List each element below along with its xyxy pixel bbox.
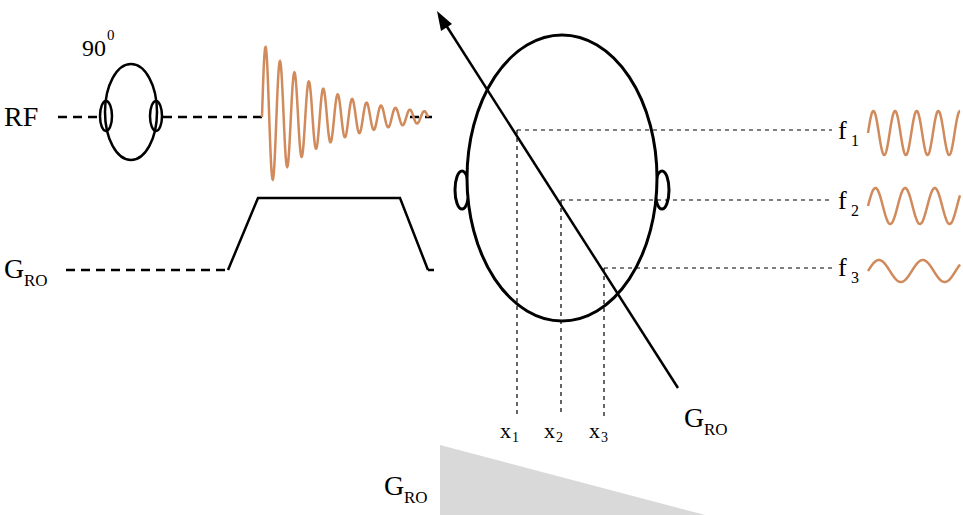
gradient-label: G	[384, 472, 404, 500]
position-subscript: 1	[512, 431, 519, 445]
frequency-label: f	[838, 118, 847, 144]
axis-subscript: RO	[704, 421, 728, 438]
position-label: x	[544, 420, 555, 442]
frequency-wave	[868, 260, 960, 282]
head-outline	[455, 35, 669, 321]
frequency-subscript: 3	[851, 270, 859, 286]
axis-label: G	[684, 404, 704, 432]
position-subscript: 3	[601, 431, 608, 445]
frequency-subscript: 1	[851, 133, 859, 149]
rf-pulse-symbol	[100, 64, 162, 160]
fid-signal	[262, 47, 428, 179]
gradient-subscript: RO	[404, 489, 428, 506]
frequency-label: f	[838, 188, 847, 214]
projection-lines	[517, 130, 832, 416]
flip-angle: 90	[82, 36, 106, 60]
gradient-waveform	[66, 198, 434, 270]
channel-subscript: RO	[24, 272, 48, 289]
channel-name: RF	[4, 103, 38, 131]
position-subscript: 2	[556, 431, 563, 445]
channel-name: G	[4, 255, 24, 283]
frequency-wave	[868, 111, 960, 155]
position-label: x	[500, 420, 511, 442]
rf-baseline	[58, 116, 432, 119]
frequency-subscript: 2	[851, 203, 859, 219]
position-label: x	[589, 420, 600, 442]
frequency-wave	[868, 188, 960, 224]
frequency-label: f	[838, 255, 847, 281]
gradient-wedge	[440, 445, 705, 515]
flip-angle-superscript: 0	[107, 28, 115, 43]
